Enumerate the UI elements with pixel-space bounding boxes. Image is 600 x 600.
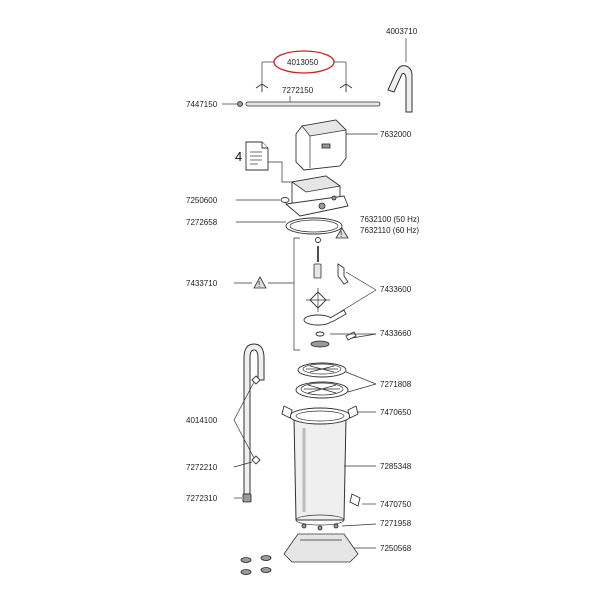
pump-head-housing[interactable] [284, 175, 349, 217]
base-mounting-screws [240, 555, 272, 575]
label-4013050: 4013050 [287, 58, 319, 67]
part-7433660-bearing[interactable] [310, 331, 330, 348]
label-7433600: 7433600 [380, 285, 412, 294]
label-7632000: 7632000 [380, 130, 412, 139]
label-7470750: 7470750 [380, 500, 412, 509]
label-7272310: 7272310 [186, 494, 218, 503]
part-7250600-oring[interactable] [280, 197, 290, 203]
part-4014100-intake-tube[interactable] [243, 343, 265, 495]
part-4013050-clip-right[interactable] [339, 83, 353, 92]
svg-text:!: ! [258, 280, 260, 289]
part-7447150-end-cap[interactable] [237, 101, 243, 107]
label-7271958: 7271958 [380, 519, 412, 528]
label-7250568: 7250568 [380, 544, 412, 553]
part-4003710-elbow-pipe[interactable] [387, 65, 413, 113]
label-7632100: 7632100 (50 Hz) [360, 215, 420, 224]
label-7433710: 7433710 [186, 279, 218, 288]
part-7470750-clip[interactable] [349, 493, 361, 507]
label-7272210: 7272210 [186, 463, 218, 472]
label-7271808: 7271808 [380, 380, 412, 389]
part-7433600-cover-plate[interactable] [303, 309, 347, 326]
label-7470650: 7470650 [380, 408, 412, 417]
label-7433660: 7433660 [380, 329, 412, 338]
part-7272310-strainer[interactable] [242, 493, 252, 503]
label-7285348: 7285348 [380, 462, 412, 471]
warning-icon-pump: ! [335, 227, 349, 239]
part-7271958-feet[interactable] [301, 523, 339, 531]
part-4014100-clips[interactable] [251, 375, 261, 465]
part-7285348-canister[interactable] [289, 407, 351, 526]
label-7272150: 7272150 [282, 86, 314, 95]
part-7470650-latch-clips[interactable] [281, 405, 359, 419]
document-number: 4 [235, 149, 242, 164]
part-7272658-seal-ring[interactable] [285, 217, 343, 235]
impeller-shaft[interactable] [313, 237, 322, 279]
warning-icon-7433710: ! [253, 276, 267, 289]
part-7433600-clip[interactable] [337, 263, 349, 285]
part-7433600-impeller[interactable] [306, 288, 330, 312]
svg-text:!: ! [340, 230, 342, 239]
part-7271808-filter-basket-upper[interactable] [297, 362, 347, 378]
part-4013050-clip-left[interactable] [255, 83, 269, 92]
part-7433660-small-clip[interactable] [345, 331, 357, 341]
label-7632110: 7632110 (60 Hz) [360, 226, 419, 235]
label-7250600: 7250600 [186, 196, 218, 205]
part-7271808-filter-basket-lower[interactable] [295, 381, 349, 399]
part-7272150-spray-bar[interactable] [245, 101, 381, 107]
label-7447150: 7447150 [186, 100, 218, 109]
part-7250568-base-stand[interactable] [283, 533, 359, 563]
label-7272658: 7272658 [186, 218, 218, 227]
document-icon [245, 141, 269, 171]
label-4003710: 4003710 [386, 27, 418, 36]
part-7632000-motor-cover[interactable] [295, 119, 347, 171]
label-4014100: 4014100 [186, 416, 218, 425]
